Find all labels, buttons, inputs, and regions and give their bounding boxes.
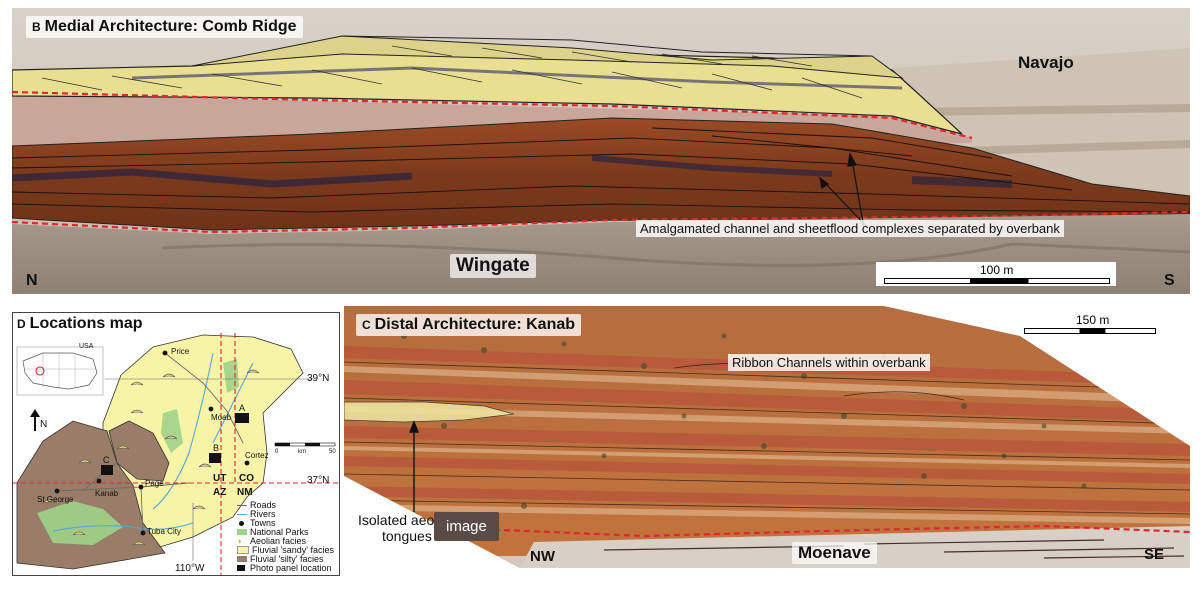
lon-110-label: 110°W (175, 563, 205, 574)
inset-usa-label: USA (79, 343, 94, 350)
aeolian-note-line1: Isolated aeo (358, 512, 435, 528)
legend-photo-panel: Photo panel location (237, 563, 332, 573)
panel-c-orientation-right: SE (1144, 546, 1165, 563)
legend-rivers-label: Rivers (250, 509, 276, 519)
panel-d-title-text: Locations map (29, 315, 143, 332)
ribbon-channels-note: Ribbon Channels within overbank (728, 354, 930, 371)
panel-b-scale-label: 100 m (980, 263, 1014, 277)
town-moab: Moab (211, 413, 232, 422)
town-page: Page (145, 479, 164, 488)
panel-b-illustration (12, 8, 1190, 294)
photo-panel-b: B (213, 443, 220, 453)
legend-roads: Roads (237, 500, 276, 510)
legend-sandy-label: Fluvial 'sandy' facies (252, 545, 334, 555)
panel-b-scale-bar: 100 m (876, 262, 1116, 286)
legend-aeolian-label: Aeolian facies (250, 536, 307, 546)
state-co: CO (239, 473, 254, 484)
wingate-label: Wingate (450, 254, 536, 278)
map-scale-graphic (274, 442, 336, 447)
photo-panel-c: C (103, 455, 110, 465)
panel-c-illustration (344, 306, 1190, 568)
town-price: Price (171, 347, 190, 356)
state-ut: UT (213, 473, 227, 484)
photo-panel-legend-icon (237, 565, 245, 571)
panel-c-scale-label: 150 m (1076, 313, 1110, 327)
moenave-label: Moenave (792, 542, 877, 564)
panel-b-annotation: Amalgamated channel and sheetflood compl… (636, 220, 1064, 237)
rivers-legend-icon (237, 513, 247, 515)
aeolian-legend-icon: ◗ (237, 536, 243, 546)
panel-b-orientation-left: N (26, 272, 38, 289)
aeolian-note-line2: tongues (382, 528, 432, 544)
panel-b-letter: B (32, 20, 41, 34)
roads-legend-icon (237, 504, 247, 506)
legend-roads-label: Roads (250, 500, 277, 510)
legend-rivers: Rivers (237, 509, 276, 519)
legend-fluvial-sandy: Fluvial 'sandy' facies (237, 545, 334, 555)
state-az: AZ (213, 487, 227, 498)
image-tooltip: image (434, 512, 499, 541)
panel-c-scale-graphic (1024, 328, 1156, 334)
town-st-george: St George (37, 495, 74, 504)
panel-b-title-text: Medial Architecture: Comb Ridge (44, 18, 297, 35)
town-cortez: Cortez (245, 451, 269, 460)
legend-national-parks: National Parks (237, 527, 309, 537)
panel-d-letter: D (17, 317, 26, 331)
panel-b-orientation-right: S (1164, 272, 1175, 289)
lat-37-label: 37°N (307, 475, 330, 486)
map-scale-start: 0 (275, 449, 279, 455)
silty-legend-icon (237, 556, 247, 562)
legend-towns-label: Towns (250, 518, 276, 528)
legend-towns: Towns (237, 518, 276, 528)
panel-b-scale-graphic (884, 278, 1110, 284)
panel-c-letter: C (362, 318, 371, 332)
panel-c-scale-bar: 150 m (1020, 312, 1160, 336)
map-scale-unit: km (298, 449, 306, 455)
north-arrow-label: N (40, 419, 48, 430)
town-legend-icon (239, 520, 244, 526)
panel-d-illustration (13, 333, 339, 575)
town-tuba-city: Tuba City (147, 527, 181, 536)
legend-photo-label: Photo panel location (250, 563, 332, 573)
panel-c-orientation-left: NW (530, 548, 555, 565)
legend-fluvial-silty: Fluvial 'silty' facies (237, 554, 323, 564)
panel-c-title-text: Distal Architecture: Kanab (374, 316, 576, 333)
legend-silty-label: Fluvial 'silty' facies (250, 554, 324, 564)
legend-parks-label: National Parks (250, 527, 309, 537)
park-legend-icon (237, 529, 247, 535)
lat-39-label: 39°N (307, 373, 330, 384)
navajo-label: Navajo (1018, 53, 1074, 72)
sandy-legend-icon (237, 546, 249, 554)
photo-panel-a: A (239, 403, 246, 413)
town-kanab: Kanab (95, 489, 119, 498)
state-nm: NM (237, 487, 253, 498)
legend-aeolian: ◗ Aeolian facies (237, 536, 306, 546)
map-scale-end: 50 (329, 449, 336, 455)
